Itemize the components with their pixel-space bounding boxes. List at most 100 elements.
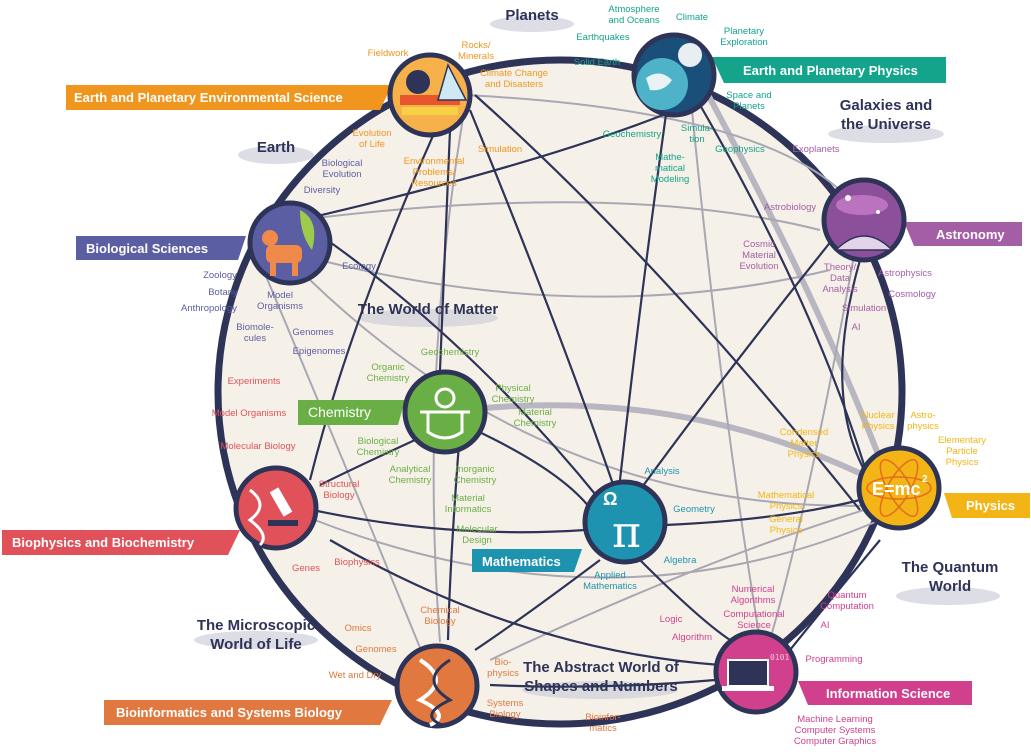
topic-earth_planetary-simula-tion: Simula-tion — [681, 123, 713, 145]
banner-bioinformatics-shape — [104, 700, 392, 725]
edge-bio-astronomy — [299, 201, 821, 231]
node-earth-planetary[interactable] — [631, 32, 717, 118]
banner-physics[interactable]: Physics — [944, 493, 1030, 518]
topic-physics-astro-physics: Astro-physics — [907, 410, 939, 432]
globe-sun-icon — [636, 43, 702, 110]
edge-bio-physics — [309, 279, 891, 507]
edge-earthenv-astronomy — [464, 94, 846, 196]
topic-bioinformatics-bioinfor-matics: Bioinfor-matics — [585, 712, 620, 734]
topic-biophysics-genes: Genes — [292, 563, 320, 574]
banner-earth-planetary[interactable]: Earth and Planetary Physics — [712, 57, 946, 83]
banner-bioinformatics[interactable]: Bioinformatics and Systems Biology — [104, 700, 392, 725]
topic-biological-biomole-cules: Biomole-cules — [236, 322, 274, 344]
banner-mathematics[interactable]: Mathematics — [472, 549, 582, 572]
edge-astronomy-info — [769, 249, 856, 641]
banner-earth-env[interactable]: Earth and Planetary Environmental Scienc… — [66, 85, 392, 110]
banner-earth-env-shape — [66, 85, 392, 110]
topic-biophysics-molecular-biology: Molecular Biology — [221, 441, 296, 452]
laptop-binary-icon: 0101 — [722, 653, 789, 691]
banner-astronomy-label: Astronomy — [936, 227, 1005, 242]
galaxy-telescope-icon — [834, 195, 894, 251]
topic-astronomy-cosmology: Cosmology — [888, 289, 936, 300]
world-clouds — [194, 16, 1000, 699]
edge-biophys-info — [329, 539, 721, 667]
binary-decoration: 0101 — [770, 653, 789, 662]
cloud-planets — [490, 16, 574, 32]
banner-biological-shape — [76, 236, 246, 260]
edge-bio-bioinf — [254, 249, 426, 661]
banner-mathematics-label: Mathematics — [482, 554, 561, 569]
node-astronomy[interactable] — [821, 177, 907, 263]
topic-biophysics-model-organisms: Model Organisms — [212, 408, 287, 419]
banner-earth-planetary-shape — [712, 57, 946, 83]
banner-chemistry[interactable]: Chemistry — [298, 400, 405, 425]
physics-formula: E=mc — [872, 479, 921, 499]
topic-biophysics-biophysics: Biophysics — [334, 557, 380, 568]
node-biophysics-circle — [233, 465, 319, 551]
banner-biological[interactable]: Biological Sciences — [76, 236, 246, 260]
edge-math-physics — [664, 498, 861, 527]
node-information[interactable]: 0101 — [713, 629, 799, 715]
topic-bioinformatics-bio-physics: Bio-physics — [487, 657, 519, 679]
cloud-microscopic — [194, 631, 318, 649]
topic-astronomy-astrophysics: Astrophysics — [878, 268, 932, 279]
node-physics[interactable]: E=mc 2 — [856, 445, 942, 531]
node-bioinformatics[interactable] — [394, 643, 480, 729]
banner-information[interactable]: Information Science — [798, 681, 972, 705]
dna-sequence-icon — [415, 658, 454, 727]
edge-math-bioinf — [474, 559, 601, 651]
banner-biophysics-shape — [2, 530, 240, 555]
topic-earth_planetary-geophysics: Geophysics — [715, 144, 765, 155]
topic-biological-epigenomes: Epigenomes — [293, 346, 346, 357]
node-mathematics[interactable]: Ω π — [582, 479, 668, 565]
topic-information-algorithm: Algorithm — [672, 632, 712, 643]
node-chemistry[interactable] — [402, 369, 488, 455]
edge-physics-info — [789, 539, 881, 651]
edge-chemistry-bioinf — [446, 429, 462, 641]
banner-mathematics-shape — [472, 549, 582, 572]
banner-astronomy[interactable]: Astronomy — [904, 222, 1022, 246]
node-biophysics[interactable] — [233, 465, 319, 551]
field-banners: Earth and Planetary Environmental Scienc… — [2, 57, 1030, 725]
topic-biological-botany: Botany — [208, 287, 238, 298]
topic-biological-anthropology: Anthropology — [181, 303, 237, 314]
topic-information-programming: Programming — [805, 654, 862, 665]
banner-chemistry-label: Chemistry — [308, 404, 371, 420]
banner-biophysics[interactable]: Biophysics and Biochemistry — [2, 530, 240, 555]
topic-earth_env-fieldwork: Fieldwork — [368, 48, 409, 59]
banner-bioinformatics-label: Bioinformatics and Systems Biology — [116, 705, 343, 720]
edge-chemistry-biophys — [319, 439, 416, 486]
edge-earthenv-physics — [474, 94, 861, 511]
edge-earthenv-math — [468, 109, 617, 491]
node-biological[interactable] — [247, 200, 333, 286]
topic-bioinformatics-genomes: Genomes — [355, 644, 396, 655]
outer-ring — [214, 56, 906, 728]
banner-information-label: Information Science — [826, 686, 950, 701]
topic-astronomy-simulation: Simulation — [842, 303, 886, 314]
topic-mathematics-analysis: Analysis — [644, 466, 680, 477]
edge-biophys-math — [289, 503, 586, 534]
topic-biological-diversity: Diversity — [304, 185, 341, 196]
edge-bio-earthplanetary — [299, 98, 701, 222]
topic-earth_env-rocks-minerals: Rocks/Minerals — [458, 40, 494, 62]
node-earth-env[interactable] — [387, 52, 473, 138]
